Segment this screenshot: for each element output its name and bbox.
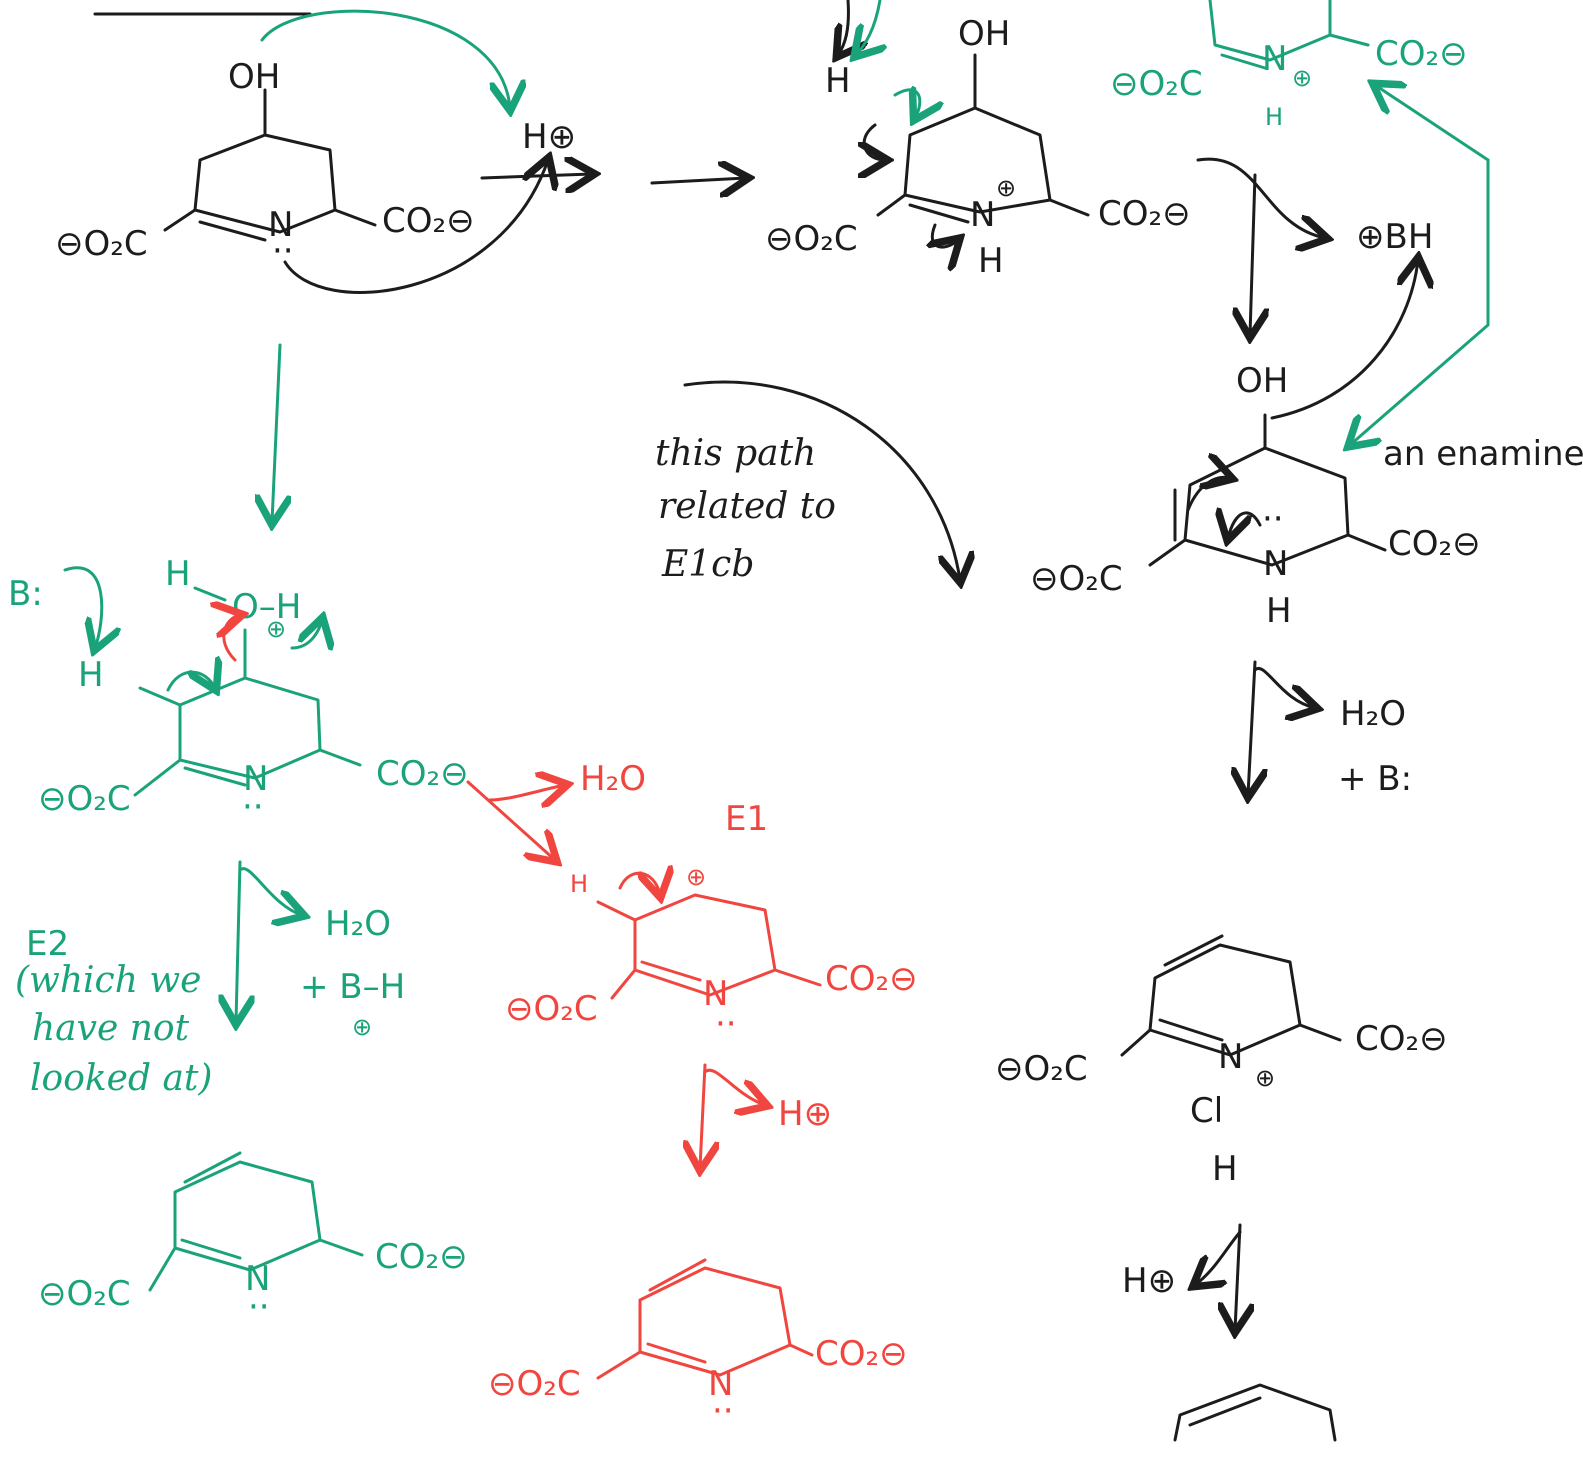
svg-text:H: H [1212, 1149, 1238, 1189]
svg-text:H: H [78, 655, 104, 695]
svg-text:H₂O: H₂O [1340, 694, 1406, 734]
svg-text:CO₂⊖: CO₂⊖ [1388, 524, 1481, 564]
svg-text:CO₂⊖: CO₂⊖ [825, 959, 918, 999]
svg-text:⊕: ⊕ [352, 1013, 372, 1041]
lone-pair: ·· [272, 231, 294, 271]
ring-bonds [193, 88, 337, 234]
molecule-e2-product: N ·· ⊖O₂C CO₂⊖ [38, 1151, 468, 1327]
molecule-e1-product: N ·· ⊖O₂C CO₂⊖ [488, 1258, 908, 1431]
svg-text:··: ·· [248, 1287, 270, 1327]
reaction-arrow-down-right [1250, 173, 1255, 335]
svg-text:⊕: ⊕ [1292, 64, 1312, 92]
n-label: N [268, 205, 293, 245]
svg-text:⊖O₂C: ⊖O₂C [765, 219, 858, 259]
svg-text:N: N [243, 759, 268, 799]
svg-text:··: ·· [712, 1391, 734, 1431]
svg-text:⊖O₂C: ⊖O₂C [1030, 559, 1123, 599]
svg-text:H⊕: H⊕ [1122, 1261, 1176, 1301]
svg-text:N: N [708, 1364, 733, 1404]
reaction-arrow-1 [650, 178, 746, 183]
molecule-iminium: OH N ⊕ H H ⊖O₂C CO₂⊖ [765, 0, 1191, 281]
svg-text:N: N [703, 974, 728, 1014]
label-e2: E2 [26, 924, 69, 964]
reaction-arrow-down-left [272, 343, 280, 522]
svg-text:N: N [970, 195, 995, 235]
carboxylate-right: CO₂⊖ [382, 201, 475, 241]
svg-text:··: ·· [715, 1004, 737, 1044]
svg-text:looked at): looked at) [30, 1058, 212, 1099]
svg-text:CO₂⊖: CO₂⊖ [1355, 1019, 1448, 1059]
svg-text:N: N [1263, 544, 1288, 584]
svg-text:N: N [1262, 39, 1287, 79]
svg-text:··: ·· [242, 787, 264, 827]
svg-text:OH: OH [1236, 361, 1288, 401]
svg-text:⊖O₂C: ⊖O₂C [38, 779, 131, 819]
molecule-enamine: OH N ·· H ⊖O₂C CO₂⊖ [1030, 361, 1481, 631]
proton-label: H⊕ [522, 117, 576, 157]
bh-plus-label: ⊕BH [1356, 217, 1433, 257]
svg-text:H: H [825, 61, 851, 101]
oh-label: OH [228, 57, 280, 97]
svg-text:H⊕: H⊕ [778, 1094, 832, 1134]
svg-text:Cl: Cl [1190, 1091, 1223, 1131]
svg-text:N: N [1218, 1037, 1243, 1077]
svg-text:H: H [1266, 591, 1292, 631]
svg-text:N: N [245, 1259, 270, 1299]
svg-text:OH: OH [958, 14, 1010, 54]
svg-text:CO₂⊖: CO₂⊖ [376, 754, 469, 794]
svg-text:⊕: ⊕ [266, 615, 286, 643]
svg-text:⊖O₂C: ⊖O₂C [1110, 64, 1203, 104]
svg-text:B:: B: [8, 574, 43, 614]
arrow-e1cb-path [683, 380, 960, 580]
note-path-1: this path [655, 433, 816, 474]
molecule-top-right: N ⊕ H ⊖O₂C CO₂⊖ [1110, 0, 1468, 131]
label-e1: E1 [725, 799, 768, 839]
molecule-dihydro-iminium: N ⊕ Cl H ⊖O₂C CO₂⊖ [995, 934, 1448, 1189]
svg-text:H: H [1265, 103, 1283, 131]
carboxylate-left: ⊖O₂C [55, 224, 148, 264]
svg-text:(which we: (which we [15, 960, 201, 1001]
double-bond [198, 220, 267, 242]
svg-text:H: H [165, 554, 191, 594]
svg-text:⊕: ⊕ [686, 863, 706, 891]
svg-text:H: H [978, 241, 1004, 281]
molecule-carbocation: H ⊕ N ·· ⊖O₂C CO₂⊖ [505, 863, 918, 1044]
svg-text:have not: have not [32, 1008, 190, 1049]
svg-text:··: ·· [1262, 499, 1284, 539]
note-path-3: E1cb [661, 544, 754, 585]
svg-text:⊖O₂C: ⊖O₂C [505, 989, 598, 1029]
molecule-oxonium: B: H O–H ⊕ H N ·· ⊖O₂C CO₂⊖ [8, 554, 469, 827]
svg-text:CO₂⊖: CO₂⊖ [1375, 34, 1468, 74]
svg-text:⊖O₂C: ⊖O₂C [995, 1049, 1088, 1089]
svg-text:CO₂⊖: CO₂⊖ [815, 1334, 908, 1374]
svg-text:⊕: ⊕ [1255, 1064, 1275, 1092]
arrow-n-to-proton [283, 160, 548, 294]
svg-text:⊖O₂C: ⊖O₂C [488, 1364, 581, 1404]
svg-text:⊖O₂C: ⊖O₂C [38, 1274, 131, 1314]
molecule-final-partial [1173, 1383, 1337, 1442]
svg-text:H₂O: H₂O [325, 904, 391, 944]
svg-text:+ B–H: + B–H [300, 967, 405, 1007]
svg-text:⊕: ⊕ [996, 174, 1016, 202]
svg-text:CO₂⊖: CO₂⊖ [375, 1237, 468, 1277]
svg-text:H₂O: H₂O [580, 759, 646, 799]
svg-text:H: H [570, 870, 588, 898]
molecule-start: OH N ·· ⊖O₂C CO₂⊖ H⊕ [55, 9, 592, 294]
svg-text:CO₂⊖: CO₂⊖ [1098, 194, 1191, 234]
arrow-oh-to-proton [260, 9, 510, 108]
svg-text:+ B:: + B: [1338, 759, 1412, 799]
label-enamine: an enamine [1383, 434, 1583, 474]
note-path-2: related to [658, 486, 836, 527]
arrow-to-bh [1196, 157, 1325, 238]
